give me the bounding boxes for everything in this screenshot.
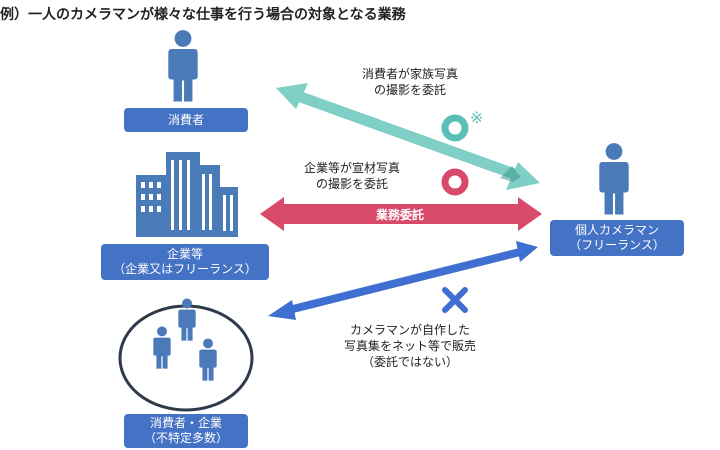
self-sale-arrow <box>268 241 538 320</box>
ad-photo-note: 企業等が宣材写真 の撮影を委託 <box>292 160 412 192</box>
family-ok-mark <box>441 114 469 142</box>
sale-note-line2: 写真集をネット等で販売 <box>343 339 476 353</box>
self-sale-note: カメラマンが自作した 写真集をネット等で販売 （委託ではない） <box>320 322 500 370</box>
family-photo-arrow <box>276 83 540 190</box>
family-note-line2: の撮影を委託 <box>373 83 446 97</box>
family-asterisk: ※ <box>470 108 484 127</box>
diagram-caption: 例）一人のカメラマンが様々な仕事を行う場合の対象となる業務 <box>0 7 406 23</box>
company-building-icon <box>136 152 238 237</box>
ad-note-line2: の撮影を委託 <box>315 177 388 191</box>
camera-label-line2: （フリーランス） <box>569 238 665 252</box>
company-label-line2: （企業又はフリーランス） <box>113 262 257 276</box>
consumer-label: 消費者 <box>167 112 204 127</box>
camera-label-line1: 個人カメラマン <box>574 223 659 237</box>
ad-note-line1: 企業等が宣材写真 <box>303 161 400 175</box>
business-commission-label: 業務委託 <box>375 208 424 222</box>
ad-ok-mark <box>441 168 469 196</box>
public-label-line2: （不特定多数） <box>143 431 228 445</box>
public-label-line1: 消費者・企業 <box>149 416 222 430</box>
family-note-line1: 消費者が家族写真 <box>361 67 458 81</box>
company-label-box: 企業等 （企業又はフリーランス） <box>101 244 269 280</box>
family-photo-note: 消費者が家族写真 の撮影を委託 <box>350 66 470 98</box>
camera-label-box: 個人カメラマン （フリーランス） <box>550 220 684 256</box>
consumer-label-box: 消費者 <box>124 108 248 132</box>
camera-person-icon <box>599 143 629 215</box>
business-commission-arrow <box>260 197 542 231</box>
public-person-icon-right <box>199 338 217 381</box>
sale-ng-mark <box>442 287 468 313</box>
public-label-box: 消費者・企業 （不特定多数） <box>124 414 248 448</box>
company-label-line1: 企業等 <box>166 247 203 261</box>
public-person-icon-left <box>153 326 171 369</box>
sale-note-line1: カメラマンが自作した <box>349 323 470 337</box>
consumer-person-icon <box>168 30 198 102</box>
sale-note-line3: （委託ではない） <box>361 355 458 369</box>
